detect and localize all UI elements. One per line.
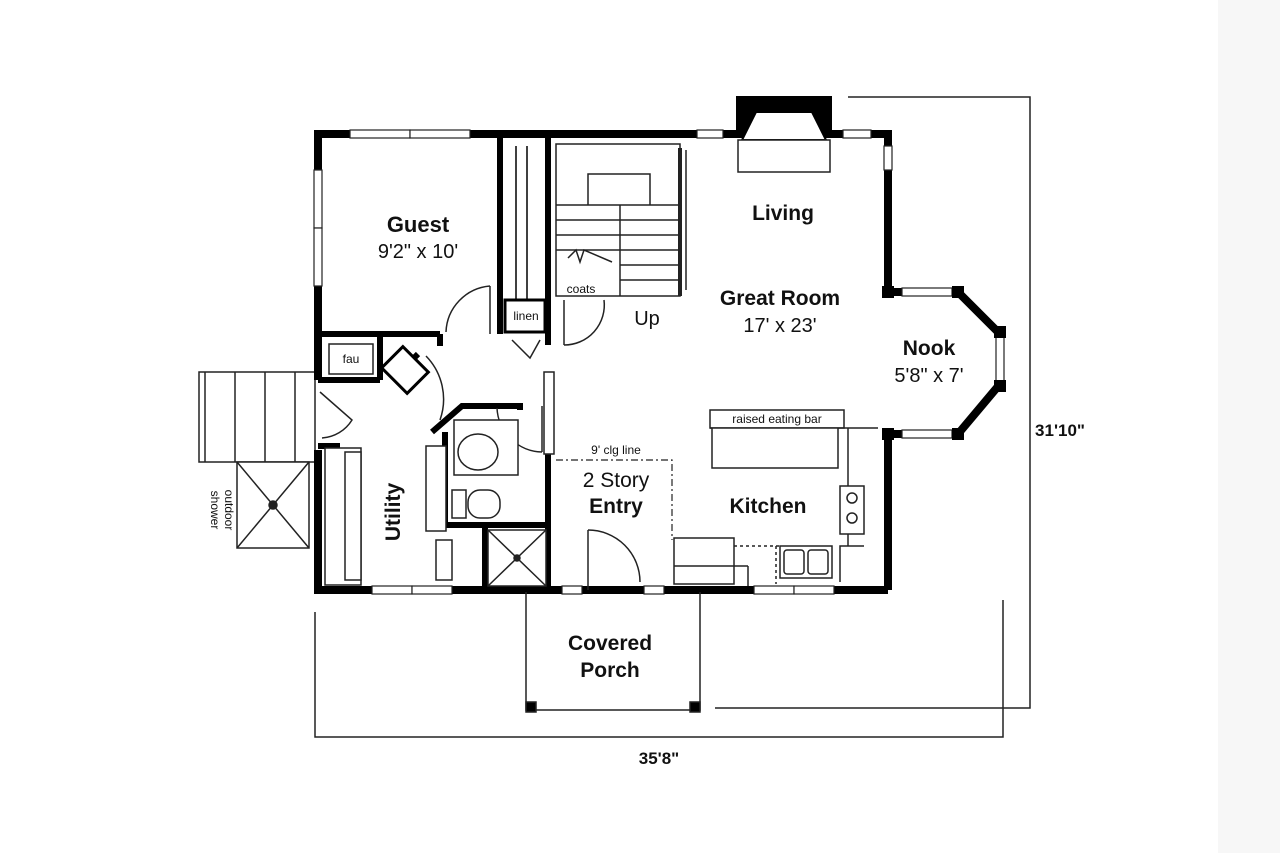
dimension-lines bbox=[314, 96, 1031, 738]
linen-label: linen bbox=[513, 309, 538, 323]
depth-dimension: 31'10" bbox=[1035, 421, 1085, 440]
ceiling-line bbox=[556, 459, 673, 540]
outdoor-shower bbox=[236, 461, 310, 549]
bath-fixtures bbox=[451, 371, 555, 587]
width-dimension: 35'8" bbox=[639, 749, 679, 768]
kitchen-fixtures bbox=[673, 409, 878, 586]
nook-size: 5'8" x 7' bbox=[894, 365, 963, 387]
great-room-size: 17' x 23' bbox=[743, 315, 816, 337]
stair-up-label: Up bbox=[634, 308, 660, 330]
great-room-label: Great Room bbox=[720, 287, 840, 310]
entry-line2: Entry bbox=[589, 495, 643, 518]
ceiling-line-label: 9' clg line bbox=[591, 443, 641, 457]
page-edge bbox=[1218, 0, 1280, 853]
guest-size: 9'2" x 10' bbox=[378, 241, 458, 263]
shower-label-2: shower bbox=[208, 491, 222, 530]
fireplace bbox=[736, 96, 832, 173]
shower-label-1: outdoor bbox=[222, 490, 236, 531]
bay-posts bbox=[882, 286, 1006, 440]
porch-line1: Covered bbox=[568, 632, 652, 655]
guest-label: Guest bbox=[387, 212, 450, 237]
coats-label: coats bbox=[567, 282, 596, 296]
closets bbox=[499, 146, 604, 334]
kitchen-label: Kitchen bbox=[729, 495, 806, 518]
entry-line1: 2 Story bbox=[583, 469, 650, 492]
staircase bbox=[555, 143, 687, 297]
porch-line2: Porch bbox=[580, 659, 640, 682]
utility-fixtures bbox=[324, 343, 453, 586]
fau-label: fau bbox=[343, 352, 360, 366]
windows bbox=[313, 129, 1005, 595]
porch bbox=[525, 592, 701, 713]
side-steps bbox=[198, 371, 316, 463]
eating-bar-label: raised eating bar bbox=[732, 412, 821, 426]
nook-label: Nook bbox=[903, 337, 956, 360]
utility-label: Utility bbox=[382, 483, 405, 542]
living-label: Living bbox=[752, 202, 814, 225]
